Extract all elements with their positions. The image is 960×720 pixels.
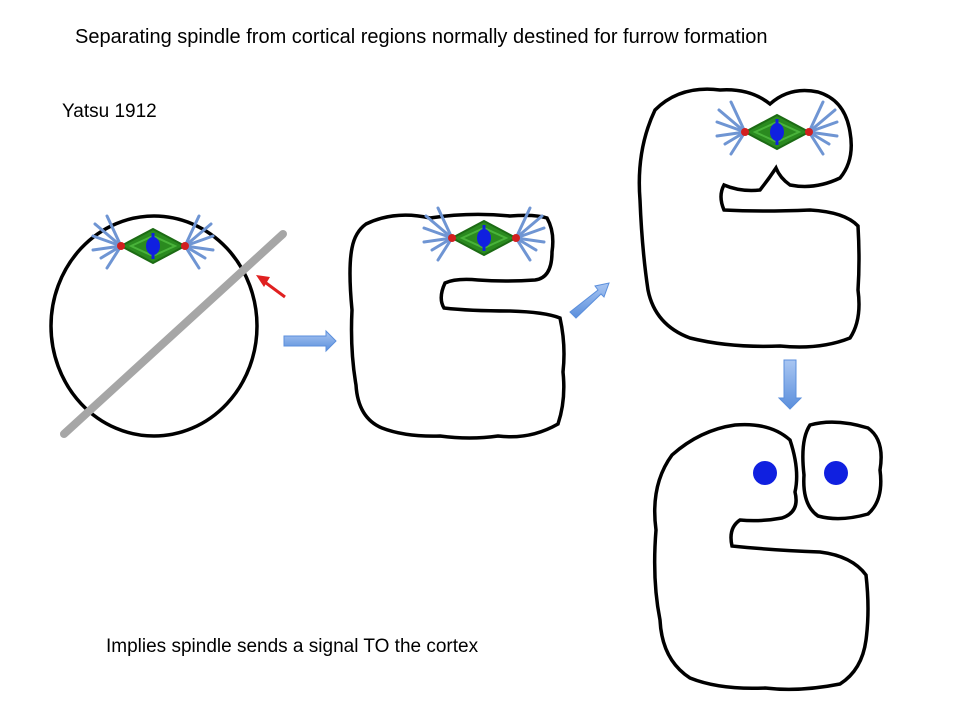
red-arrow-icon: [256, 275, 286, 299]
nucleus-icon: [753, 461, 777, 485]
conclusion-text: Implies spindle sends a signal TO the co…: [106, 636, 479, 657]
flow-arrow-icon: [777, 359, 803, 410]
egg-cell: [49, 214, 259, 438]
flow-arrow-icon: [283, 329, 337, 353]
nucleus-icon: [824, 461, 848, 485]
round-daughter-cell: [801, 420, 883, 521]
citation-label: Yatsu 1912: [62, 101, 157, 122]
constricting-cell: [637, 87, 861, 349]
glass-needle-icon: [60, 230, 287, 438]
flow-arrow-icon: [569, 282, 610, 319]
slide-title: Separating spindle from cortical regions…: [75, 26, 768, 48]
c-shaped-cell: [348, 206, 566, 440]
c-shaped-daughter-cell: [652, 422, 870, 692]
